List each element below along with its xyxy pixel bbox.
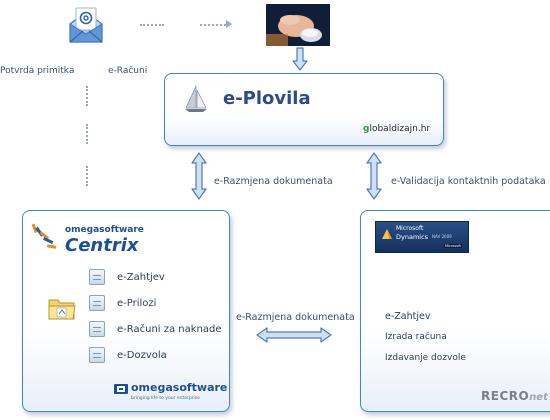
logo-line1: Microsoft [396,225,424,232]
logo-badge: Microsoft [444,244,462,248]
document-icon [89,321,105,337]
dotted-connector [86,86,88,106]
centrix-item: e-Prilozi [117,298,157,309]
centrix-item: e-Zahtjev [117,272,165,283]
document-icon [89,347,105,363]
globaldizajn-logo: globaldizajn.hr [363,124,430,134]
double-arrow-right [366,152,382,200]
recro-net-logo: RECROnet [481,385,548,404]
recro-brand: RECRO [481,389,530,403]
label-right-validation: e-Validacija kontaktnih podataka [391,176,546,187]
page-title: e-Plovila [223,88,311,109]
centrix-item: e-Računi za naknade [117,324,222,335]
dotted-connector [86,124,88,144]
dynamics-item: e-Zahtjev [385,311,431,322]
dynamics-icon [382,229,392,239]
centrix-bar-icon [31,223,57,249]
footer-brand: omegasoftware [131,381,228,394]
document-icon [89,295,105,311]
microsoft-dynamics-logo: Microsoft Dynamics NAV 2009 Microsoft [375,221,469,253]
label-left-exchange: e-Razmjena dokumenata [214,176,333,187]
net-brand: net [529,392,548,403]
omegasoftware-footer-logo: omegasoftware bringing life to your ente… [113,379,228,407]
dotted-connector [200,24,226,26]
brand-prefix: g [363,124,370,134]
dotted-connector [86,166,88,186]
mouse-hand-photo [266,4,330,46]
centrix-item: e-Dozvola [117,350,167,361]
email-icon [66,4,106,46]
brand-rest: lobaldizajn.hr [369,124,431,134]
dynamics-item: Izdavanje dozvole [385,353,466,363]
document-icon [89,269,105,285]
dynamics-item: Izrada računa [385,332,447,342]
down-arrow [292,47,308,71]
label-potvrda-primitka: Potvrda primitka [0,66,75,76]
centrix-brand-big: Centrix [65,235,139,256]
label-e-racuni: e-Računi [108,66,148,76]
centrix-panel: omegasoftware Centrix e-Zahtjev e-Priloz… [22,210,230,412]
label-bottom-exchange: e-Razmjena dokumenata [236,312,355,323]
omega-icon [114,384,128,394]
double-arrow-horizontal [256,327,332,343]
logo-line3: NAV 2009 [432,234,452,239]
dotted-arrow-head [226,20,232,28]
e-plovila-panel: e-Plovila globaldizajn.hr [164,73,444,146]
dotted-connector [140,24,164,26]
sailboat-icon [183,84,209,114]
centrix-brand-small: omegasoftware [65,225,144,235]
logo-line2: Dynamics [396,233,429,241]
folder-icon [47,293,77,323]
centrix-logo: omegasoftware Centrix [31,221,181,261]
dynamics-panel: Microsoft Dynamics NAV 2009 Microsoft e-… [360,210,550,412]
footer-tagline: bringing life to your enterprise [131,396,200,401]
double-arrow-left [191,152,207,200]
